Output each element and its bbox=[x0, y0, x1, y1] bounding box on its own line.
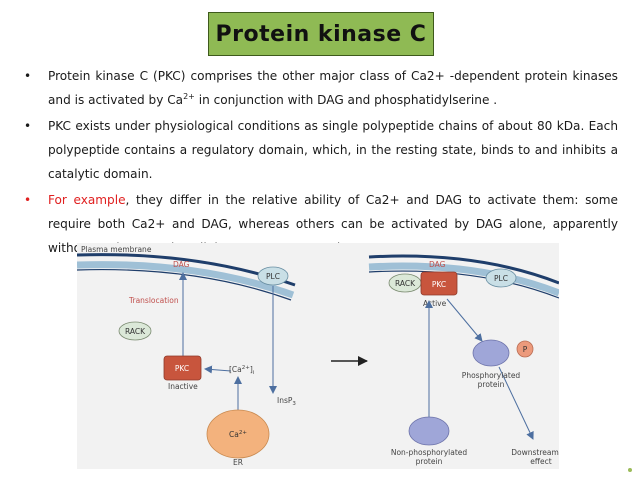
left-membrane-inner bbox=[77, 269, 292, 301]
bullet-item: • Protein kinase C (PKC) comprises the o… bbox=[22, 64, 618, 112]
plc-node bbox=[257, 266, 289, 286]
pkc-to-phospho-arrow bbox=[446, 298, 483, 342]
right-membrane-band bbox=[368, 262, 559, 297]
ca-to-pkc-arrow bbox=[204, 365, 232, 374]
bullet-marker: • bbox=[24, 193, 32, 207]
insp-text: InsP bbox=[277, 396, 293, 405]
translocation-label: Translocation bbox=[128, 296, 179, 305]
insp3-label: InsP3 bbox=[277, 396, 296, 407]
nonphosphorylated-protein-node bbox=[408, 416, 450, 446]
slide-title: Protein kinase C bbox=[215, 21, 427, 47]
er-node bbox=[206, 409, 270, 459]
right-membrane-inner bbox=[368, 270, 559, 299]
nonphosphorylated-label-2: protein bbox=[416, 457, 443, 466]
downstream-label-2: effect bbox=[530, 457, 552, 466]
inactive-label: Inactive bbox=[168, 382, 198, 391]
bullet-text: PKC exists under physiological condition… bbox=[48, 119, 618, 181]
ca-i-text: [Ca bbox=[229, 365, 242, 374]
nonphosphorylated-label-1: Non-phosphorylated bbox=[391, 448, 468, 457]
pkc-activation-diagram: Plasma membrane DAG PLC Translocation RA… bbox=[77, 243, 559, 469]
ca-intracellular-label: [Ca2+]i bbox=[229, 365, 255, 376]
rack-label: RACK bbox=[125, 327, 146, 336]
phosphate-label: P bbox=[523, 345, 528, 354]
rack-node bbox=[118, 321, 152, 341]
phosphorylated-label-2: protein bbox=[478, 380, 505, 389]
plc-label-right: PLC bbox=[494, 274, 508, 283]
downstream-arrow bbox=[498, 366, 534, 440]
phosphorylated-label-1: Phosphorylated bbox=[462, 371, 521, 380]
phosphate-node bbox=[516, 340, 534, 358]
plc-label: PLC bbox=[266, 272, 280, 281]
left-membrane-band bbox=[77, 261, 295, 299]
pkc-node-active bbox=[420, 271, 458, 296]
bullet-text-cont: in conjunction with DAG and phosphatidyl… bbox=[194, 93, 498, 107]
corner-decoration bbox=[628, 468, 632, 472]
bullet-item: • PKC exists under physiological conditi… bbox=[22, 114, 618, 186]
highlight-text: For example bbox=[48, 193, 126, 207]
pkc-label-right: PKC bbox=[432, 280, 446, 289]
bullet-marker: • bbox=[24, 69, 32, 83]
superscript: 2+ bbox=[183, 92, 195, 101]
rack-label-right: RACK bbox=[395, 279, 416, 288]
bullet-list: • Protein kinase C (PKC) comprises the o… bbox=[22, 64, 618, 262]
ca-i-sub: i bbox=[253, 370, 255, 376]
insp-sub: 3 bbox=[292, 401, 296, 407]
plasma-membrane-label: Plasma membrane bbox=[81, 245, 152, 254]
bullet-text: Protein kinase C (PKC) comprises the oth… bbox=[48, 69, 618, 107]
pkc-label: PKC bbox=[175, 364, 189, 373]
er-ca-label: Ca2+ bbox=[229, 430, 247, 439]
downstream-label-1: Downstream bbox=[511, 448, 559, 457]
title-box: Protein kinase C bbox=[208, 12, 434, 56]
er-label: ER bbox=[233, 458, 243, 467]
plc-node-right bbox=[485, 268, 517, 288]
er-ca-sup: 2+ bbox=[239, 430, 247, 436]
bullet-marker: • bbox=[24, 119, 32, 133]
er-ca-text: Ca bbox=[229, 430, 239, 439]
ca-i-sup: 2+ bbox=[242, 365, 250, 371]
ca-i-end: ] bbox=[250, 365, 253, 374]
dag-label-right: DAG bbox=[429, 260, 446, 269]
phosphorylated-protein-node bbox=[472, 339, 510, 367]
right-membrane-outer bbox=[368, 254, 559, 285]
active-label: Active bbox=[423, 299, 447, 308]
pkc-node-inactive bbox=[163, 355, 202, 381]
dag-label: DAG bbox=[173, 260, 190, 269]
